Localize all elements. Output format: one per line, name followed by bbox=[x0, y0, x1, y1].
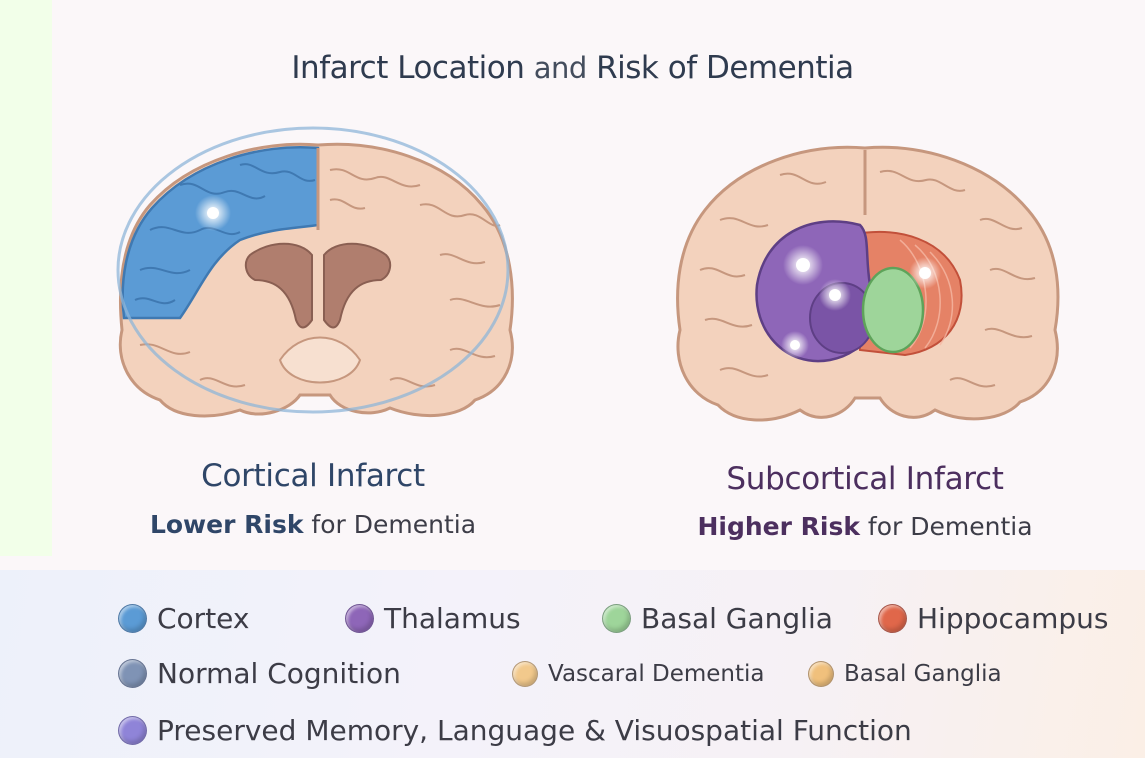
normal-cognition-swatch bbox=[118, 659, 147, 688]
cortical-brain bbox=[118, 128, 512, 416]
hippocampus-lesion bbox=[919, 267, 931, 279]
legend-label: Hippocampus bbox=[917, 602, 1108, 635]
legend-label: Basal Ganglia bbox=[844, 661, 1002, 687]
hippocampus-swatch bbox=[878, 604, 907, 633]
legend-item-normal-cognition: Normal Cognition bbox=[118, 657, 401, 690]
nucleus-lesion bbox=[829, 289, 841, 301]
legend-item-preserved-function: Preserved Memory, Language & Visuospatia… bbox=[118, 714, 912, 747]
cortical-risk-text: Lower Risk for Dementia bbox=[113, 510, 513, 539]
preserved-function-swatch bbox=[118, 716, 147, 745]
legend: Cortex Thalamus Basal Ganglia Hippocampu… bbox=[0, 570, 1145, 758]
legend-label: Preserved Memory, Language & Visuospatia… bbox=[157, 714, 912, 747]
legend-item-thalamus: Thalamus bbox=[345, 602, 521, 635]
subcortical-brain bbox=[678, 147, 1058, 420]
cortical-infarct-title: Cortical Infarct bbox=[113, 458, 513, 494]
cortex-lesion bbox=[207, 207, 219, 219]
subcortical-infarct-title: Subcortical Infarct bbox=[665, 461, 1065, 497]
subcortical-risk-text: Higher Risk for Dementia bbox=[660, 512, 1070, 541]
basal-ganglia-2-swatch bbox=[808, 661, 834, 687]
legend-label: Thalamus bbox=[384, 602, 521, 635]
legend-item-hippocampus: Hippocampus bbox=[878, 602, 1108, 635]
legend-label: Normal Cognition bbox=[157, 657, 401, 690]
legend-label: Basal Ganglia bbox=[641, 602, 833, 635]
vascaral-dementia-swatch bbox=[512, 661, 538, 687]
legend-label: Vascaral Dementia bbox=[548, 661, 765, 687]
legend-item-basal-ganglia: Basal Ganglia bbox=[602, 602, 833, 635]
legend-item-cortex: Cortex bbox=[118, 602, 249, 635]
legend-item-basal-ganglia-2: Basal Ganglia bbox=[808, 661, 1002, 687]
thalamus-lesion bbox=[796, 258, 810, 272]
thalamus-swatch bbox=[345, 604, 374, 633]
lower-lesion bbox=[790, 340, 800, 350]
basal-ganglia-swatch bbox=[602, 604, 631, 633]
legend-item-vascaral-dementia: Vascaral Dementia bbox=[512, 661, 765, 687]
legend-label: Cortex bbox=[157, 602, 249, 635]
cortex-swatch bbox=[118, 604, 147, 633]
